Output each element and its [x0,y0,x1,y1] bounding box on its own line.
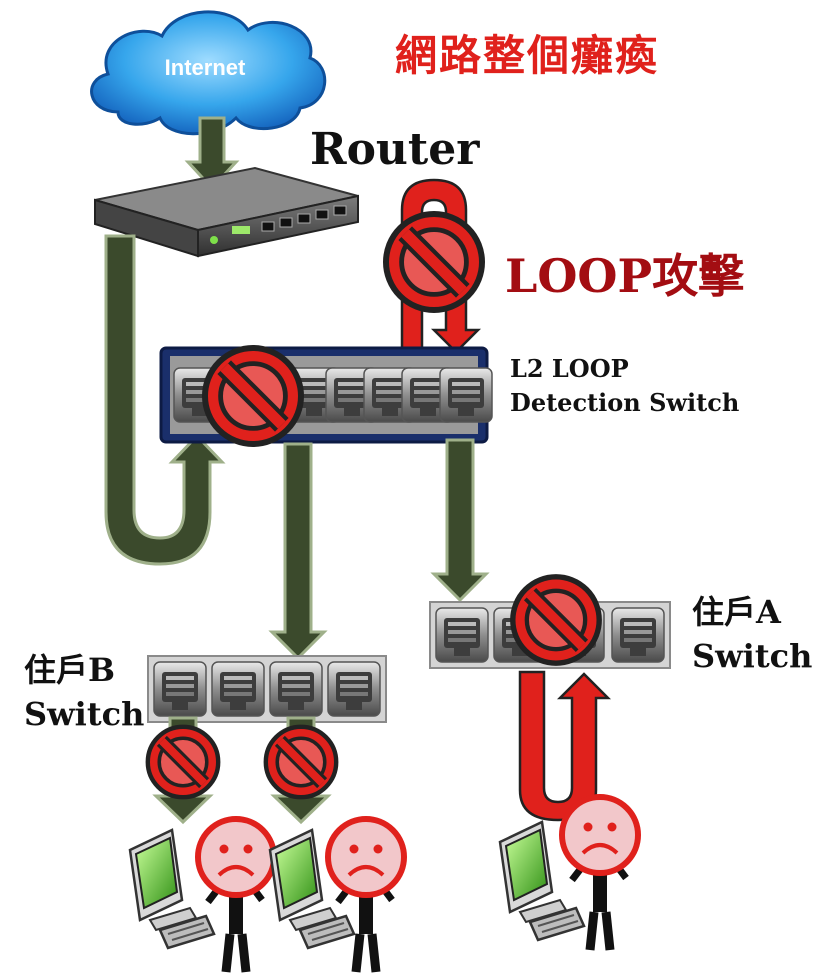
blocked-switch-a-icon [513,577,599,663]
l2-switch-label-line2: Detection Switch [510,388,740,417]
loop-attack-label: LOOP攻擊 [505,249,745,303]
switch-b-label: 住戶B Switch [24,648,144,736]
blocked-port-icon [205,348,301,444]
switch-b-device [147,655,387,723]
switch-a-label-line1: 住戶A [692,593,781,631]
internet-label: Internet [165,55,246,80]
l2-switch-label: L2 LOOP Detection Switch [510,352,739,420]
l2-switch-label-line1: L2 LOOP [510,354,629,383]
blocked-user-2-icon [266,727,336,797]
user-2-sad-face-icon [328,819,404,895]
blocked-user-1-icon [148,727,218,797]
switch-a-label: 住戶A Switch [692,590,812,678]
switch-b-label-line2: Switch [24,695,145,733]
router-device [94,166,359,258]
switch-a-label-line2: Switch [692,637,813,675]
arrow-l2-to-switch-b [268,442,328,661]
router-label: Router [310,124,480,175]
loop-cable-switch-a [518,670,612,822]
switch-b-label-line1: 住戶B [24,651,116,689]
page-title: 網路整個癱瘓 [395,31,660,80]
arrow-l2-to-switch-a [430,438,490,603]
arrow-router-to-l2-switch [104,234,226,566]
user-1-sad-face-icon [198,819,274,895]
internet-cloud: Internet [90,10,327,136]
blocked-loop-icon [386,214,482,310]
user-3-sad-face-icon [562,797,638,873]
